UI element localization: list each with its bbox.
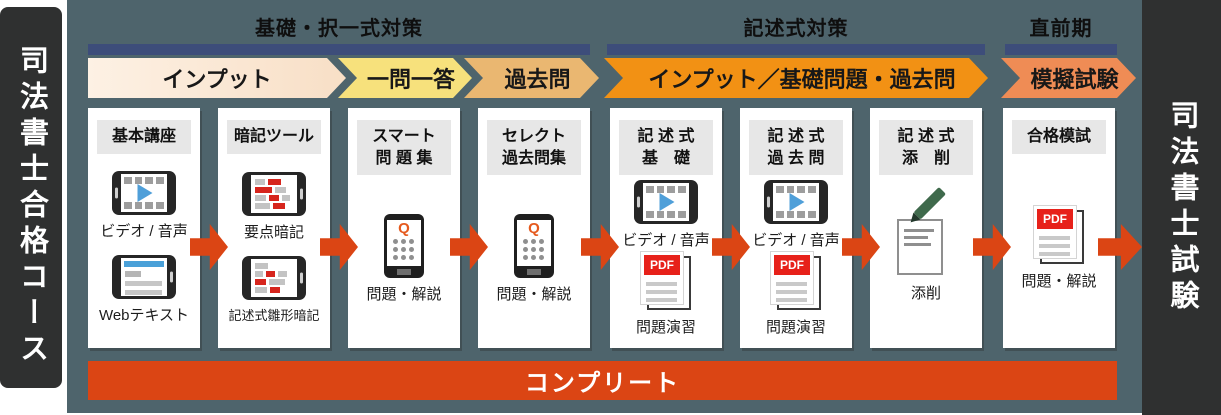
quiz-phone-icon: Q (383, 213, 424, 278)
card-written-correction: 記 述 式 添 削 添削 (870, 108, 982, 348)
item-label: 問題・解説 (496, 285, 572, 303)
video-player-icon (633, 180, 698, 225)
item-label: Webテキスト (98, 306, 190, 324)
card-item: Q 問題・解説 (496, 213, 572, 304)
correction-paper-pencil-icon (897, 186, 955, 277)
card-title: 合格模試 (1012, 120, 1106, 154)
card-item: ビデオ / 音声 (752, 180, 840, 250)
card-item: Q 問題・解説 (366, 213, 442, 304)
phase-band-input-basic-past: インプット／基礎問題・過去問 (604, 58, 988, 98)
card-title: スマート 問 題 集 (357, 120, 451, 176)
card-title: 記 述 式 基 礎 (619, 120, 713, 176)
item-label: 問題・解説 (1021, 272, 1097, 290)
memorization-tablet-icon (241, 255, 306, 300)
course-name-text: 司法書士合格コース (15, 45, 48, 369)
card-title: 記 述 式 過 去 問 (749, 120, 843, 176)
complete-bar: コンプリート (88, 361, 1117, 400)
course-name-rail: 司法書士合格コース (0, 7, 62, 388)
section-underline-final (1005, 44, 1117, 55)
phase-band-mock-exam: 模擬試験 (1001, 58, 1136, 98)
item-label: ビデオ / 音声 (752, 232, 840, 250)
card-item: ビデオ / 音声 (622, 180, 710, 250)
section-underline-written (607, 44, 985, 55)
item-label: 問題演習 (765, 319, 826, 337)
card-select-past-question-book: セレクト 過去問集 Q 問題・解説 (478, 108, 590, 348)
item-label: ビデオ / 音声 (622, 232, 710, 250)
section-title-final: 直前期 (1029, 18, 1093, 40)
card-passing-mock-exam: 合格模試 PDF 問題・解説 (1003, 108, 1115, 348)
item-label: 要点暗記 (243, 223, 304, 241)
card-title: セレクト 過去問集 (487, 120, 581, 176)
item-label: 問題演習 (635, 319, 696, 337)
card-memorization-tool: 暗記ツール 要点暗記 (218, 108, 330, 348)
card-title: 記 述 式 添 削 (879, 120, 973, 176)
card-item: ビデオ / 音声 (100, 171, 188, 241)
card-item: PDF 問題・解説 (1021, 204, 1097, 291)
item-label: 記述式雛形暗記 (228, 307, 320, 323)
item-label: ビデオ / 音声 (100, 223, 188, 241)
card-title: 暗記ツール (227, 120, 321, 154)
exam-rail: 司法書士試験 (1142, 0, 1221, 415)
phase-band-input: インプット (88, 58, 346, 98)
card-item: PDF 問題演習 (766, 251, 826, 337)
web-text-icon (112, 254, 176, 299)
card-basic-course: 基本講座 ビデオ / 音声 Webテキスト (88, 108, 200, 348)
card-title: 基本講座 (97, 120, 191, 154)
card-written-basics: 記 述 式 基 礎 ビデオ / 音声 PDF 問題演習 (610, 108, 722, 348)
section-title-basic: 基礎・択一式対策 (255, 18, 423, 40)
item-label: 添削 (910, 284, 941, 302)
card-item: PDF 問題演習 (636, 251, 696, 337)
phase-band-qa: 一問一答 (338, 58, 472, 98)
card-item: 添削 (897, 186, 955, 303)
exam-rail-text: 司法書士試験 (1166, 99, 1198, 316)
phase-band-past-questions: 過去問 (464, 58, 599, 98)
section-underline-basic (88, 44, 590, 55)
section-title-written: 記述式対策 (743, 18, 849, 40)
flow-panel: 基礎・択一式対策 記述式対策 直前期 インプット 一問一答 過去問 インプット／… (67, 0, 1142, 413)
item-label: 問題・解説 (366, 285, 442, 303)
pdf-document-icon: PDF (639, 251, 692, 311)
card-item: 要点暗記 (242, 171, 306, 242)
video-player-icon (763, 180, 828, 225)
card-smart-question-book: スマート 問 題 集 Q 問題・解説 (348, 108, 460, 348)
quiz-phone-icon: Q (513, 213, 554, 278)
pdf-document-icon: PDF (769, 251, 822, 311)
video-player-icon (111, 171, 176, 216)
card-item: Webテキスト (98, 254, 190, 325)
memorization-tablet-icon (242, 171, 306, 216)
card-item: 記述式雛形暗記 (228, 255, 320, 324)
card-written-past-questions: 記 述 式 過 去 問 ビデオ / 音声 PDF 問題演習 (740, 108, 852, 348)
pdf-document-icon: PDF (1032, 204, 1085, 265)
